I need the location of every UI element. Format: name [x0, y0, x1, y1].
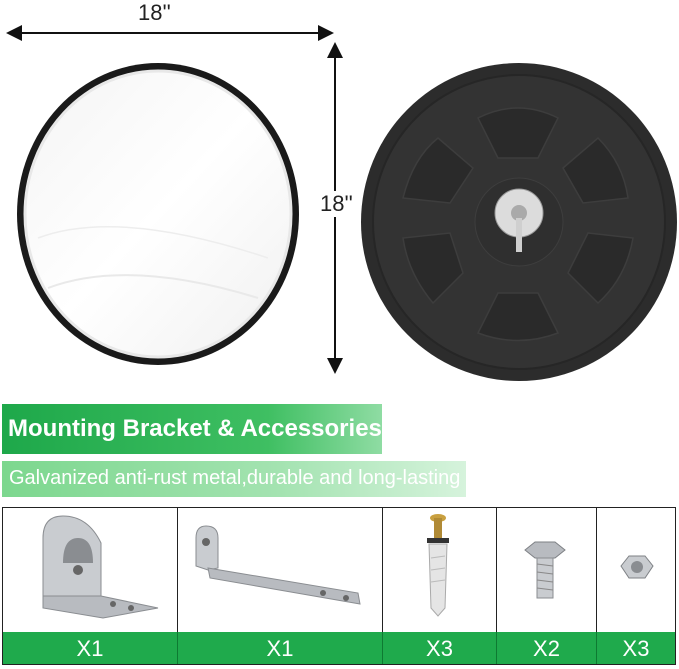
accessory-cell-l-bracket: [3, 508, 178, 632]
long-bracket-icon: [195, 525, 361, 605]
qty-l-bracket: X1: [3, 632, 178, 664]
section-subtitle: Galvanized anti-rust metal,durable and l…: [9, 467, 461, 489]
width-arrow-icon: [6, 25, 334, 41]
section-subtitle-banner: Galvanized anti-rust metal,durable and l…: [2, 461, 466, 497]
width-label: 18'': [138, 0, 171, 25]
mirror-front: [8, 58, 308, 370]
qty-hex-nut: X3: [597, 632, 675, 664]
hex-nut-icon: [620, 555, 654, 579]
accessory-cell-anchor-screw: [383, 508, 497, 632]
accessory-cell-hex-nut: [597, 508, 675, 632]
qty-long-bracket: X1: [178, 632, 383, 664]
accessory-cell-hex-bolt: [497, 508, 597, 632]
width-dimension: 18'': [0, 0, 340, 50]
height-dimension: 18'': [318, 38, 366, 378]
qty-anchor-screw: X3: [383, 632, 497, 664]
anchor-screw-icon: [427, 514, 449, 617]
qty-hex-bolt: X2: [497, 632, 597, 664]
section-title: Mounting Bracket & Accessories: [8, 415, 382, 442]
hex-bolt-icon: [524, 541, 566, 599]
l-bracket-icon: [42, 515, 159, 619]
section-title-banner: Mounting Bracket & Accessories: [2, 404, 382, 454]
mirror-back: [358, 58, 678, 384]
accessory-cell-long-bracket: [178, 508, 383, 632]
height-label: 18'': [320, 191, 353, 217]
accessories-table: X1 X1 X3 X2 X3: [2, 507, 676, 665]
